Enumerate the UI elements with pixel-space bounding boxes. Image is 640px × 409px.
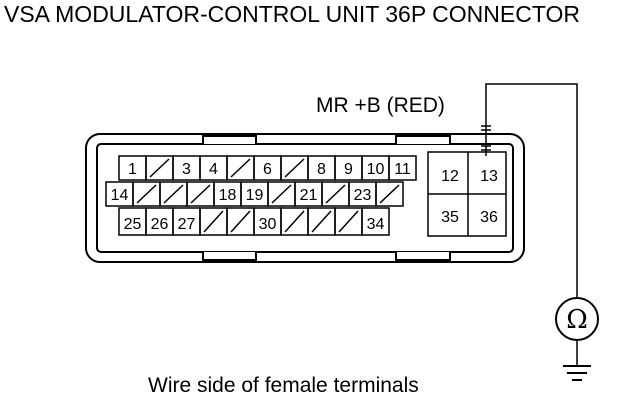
pin-cell: [388, 155, 417, 181]
unused-pin-slash: [190, 184, 211, 204]
unused-pin-slash: [203, 210, 224, 233]
ohm-symbol: Ω: [566, 305, 588, 335]
pin-label-26: 26: [151, 216, 169, 233]
big-pin-labels: 12 13 35 36: [441, 168, 498, 226]
probe-wire: [481, 83, 578, 298]
unused-pin-slash: [230, 210, 251, 233]
pin-label-21: 21: [300, 187, 318, 204]
unused-pin-slash: [338, 210, 359, 233]
unused-pin-slash: [271, 184, 292, 204]
pin-cell: [375, 181, 404, 207]
pin-label-8: 8: [317, 161, 326, 178]
unused-pin-slash: [136, 184, 157, 204]
pin-label-10: 10: [367, 161, 385, 178]
pin-label-9: 9: [344, 161, 353, 178]
big-pin-block: [427, 151, 507, 237]
unused-pin-slash: [379, 184, 400, 204]
unused-pin-slash: [230, 158, 251, 178]
probe-label: MR +B (RED): [316, 94, 445, 117]
pin-label-27: 27: [178, 216, 196, 233]
pin-label-36: 36: [480, 209, 498, 226]
pin-label-11: 11: [394, 161, 411, 178]
unused-pin-slash: [284, 158, 305, 178]
pin-label-35: 35: [441, 209, 459, 226]
pin-label-23: 23: [354, 187, 372, 204]
pin-label-6: 6: [263, 161, 272, 178]
unused-pin-slash: [284, 210, 305, 233]
pin-label-34: 34: [367, 216, 385, 233]
unused-pin-slash: [325, 184, 346, 204]
pin-label-14: 14: [111, 187, 129, 204]
pin-label-30: 30: [259, 216, 277, 233]
pin-cell: [361, 207, 390, 236]
unused-pin-slash: [163, 184, 184, 204]
connector-tabs: [202, 135, 451, 261]
connector-housing: [85, 133, 525, 263]
ohmmeter-icon: Ω: [555, 297, 599, 341]
pin-label-12: 12: [441, 168, 459, 185]
pin-label-13: 13: [480, 168, 498, 185]
unused-pin-slash: [311, 210, 332, 233]
diagram-title: VSA MODULATOR-CONTROL UNIT 36P CONNECTOR: [4, 1, 580, 27]
pin-label-1: 1: [128, 161, 137, 178]
caption: Wire side of female terminals: [148, 374, 419, 397]
unused-pin-slash: [149, 158, 170, 178]
pin-label-18: 18: [219, 187, 237, 204]
pin-label-25: 25: [124, 216, 142, 233]
ground-icon: [563, 365, 591, 381]
pin-label-19: 19: [246, 187, 264, 204]
pin-label-3: 3: [182, 161, 191, 178]
pin-label-4: 4: [209, 161, 218, 178]
